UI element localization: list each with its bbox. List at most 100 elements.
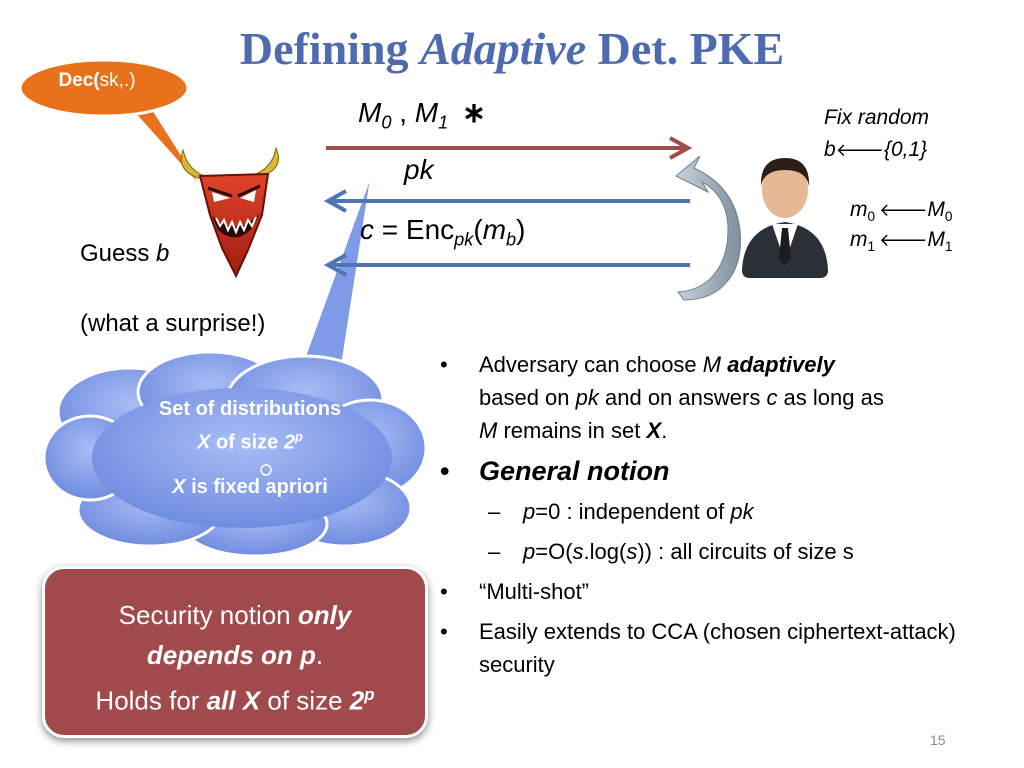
assign0-M: M [927, 198, 945, 221]
security-l1-text: Security notion [118, 600, 298, 630]
cipher-arg-sub: b [506, 229, 517, 250]
assign0-M-sub: 0 [944, 209, 953, 225]
dec-label-bold: Dec( [58, 70, 100, 91]
security-l2-end: . [315, 640, 324, 670]
b1-t5: remains in set [497, 418, 647, 443]
cipher-enc: = Enc [374, 214, 455, 245]
cloud-line2-sup: p [294, 429, 303, 444]
b2b-s2: s [626, 539, 638, 564]
b2b-t1: =O( [535, 539, 573, 564]
b1-adaptively: adaptively [727, 352, 835, 377]
ciphertext-label: c = Encpk(mb) [360, 214, 526, 251]
businessman-icon [742, 158, 828, 278]
random-b-var: b [824, 138, 836, 161]
star-symbol: ∗ [462, 97, 486, 128]
bullet-general-notion: • General notion [438, 455, 978, 488]
assign-m1: m1🡐M1 [850, 228, 952, 254]
assign1-arrow: 🡐 [879, 230, 928, 250]
security-l3-emph: all X [206, 685, 261, 716]
cloud-line2-pow: 2 [283, 431, 295, 454]
assign0-m: m [850, 198, 868, 221]
b2b-s1: s [572, 539, 584, 564]
assign0-m-sub: 0 [867, 209, 876, 225]
security-line1: Security notion only [45, 595, 425, 635]
b2a-pk: pk [730, 499, 754, 524]
cloud-line2: X of size 2p [100, 423, 400, 457]
bullet-dot: • [440, 456, 450, 486]
bullet-cca: • Easily extends to CCA (chosen cipherte… [438, 615, 978, 681]
cloud-line3: X is fixed apriori [100, 473, 400, 501]
dec-label-args: sk,.) [99, 70, 136, 91]
security-l3-text1: Holds for [95, 685, 207, 716]
b2a-text: =0 : independent of [535, 499, 731, 524]
assign-m0: m0🡐M0 [850, 198, 952, 224]
b2-text: General notion [479, 456, 670, 486]
cipher-var: c [360, 214, 374, 245]
sub-bullet-dash: – [488, 499, 501, 524]
security-l3-sup: p [364, 685, 375, 704]
title-emphasis: Adaptive [420, 23, 587, 74]
security-notion-box: Security notion only depends on p. Holds… [42, 566, 428, 738]
guess-b-label: Guess b [80, 240, 169, 268]
assign1-M: M [927, 228, 945, 251]
b2b-t2: .log( [583, 539, 627, 564]
bullet-dot: • [440, 579, 448, 604]
b2b-p: p [523, 539, 536, 564]
bullet-dot: • [440, 619, 448, 644]
random-b-set: {0,1} [883, 138, 928, 161]
fix-random-label: Fix random [824, 106, 930, 129]
random-b-label: b🡐{0,1} [824, 138, 927, 162]
b1-t3: and on answers [598, 385, 767, 410]
bullet-adaptive: • Adversary can choose M adaptively base… [438, 348, 978, 447]
title-suffix: Det. PKE [586, 23, 785, 74]
m0-sub: 0 [381, 112, 392, 133]
security-l3-pow: 2 [349, 685, 365, 716]
arrow-pk-to-adversary [323, 189, 690, 213]
assign1-m: m [850, 228, 868, 251]
assign0-arrow: 🡐 [879, 200, 928, 220]
cloud-line2-text: of size [210, 431, 284, 454]
b1-c: c [766, 385, 778, 410]
bullet-dot: • [440, 352, 448, 377]
b1-t6: . [661, 418, 668, 443]
b1-M: M [702, 352, 722, 377]
b2b-t3: )) : all circuits of size s [637, 539, 854, 564]
page-number: 15 [930, 732, 946, 748]
security-l2-emph: depends on p [146, 640, 316, 670]
m0-base: M [358, 97, 382, 128]
security-l1-emph: only [297, 600, 352, 630]
arrow-ciphertext-to-adversary [323, 253, 690, 277]
b2a-p: p [523, 499, 536, 524]
message-pair-label: M0 , M1∗ [358, 96, 486, 134]
m1-base: M [414, 97, 439, 128]
b1-t4: as long as [777, 385, 884, 410]
m1-sub: 1 [438, 112, 449, 133]
guess-var: b [156, 240, 170, 267]
cipher-enc-sub: pk [454, 229, 474, 250]
b3-text: “Multi-shot” [479, 579, 590, 604]
cloud-text: Set of distributions X of size 2p X is f… [100, 395, 400, 501]
b1-t1: Adversary can choose [479, 352, 703, 377]
pk-label: pk [404, 154, 434, 185]
security-l3-text2: of size [260, 685, 350, 716]
distribution-cloud [42, 171, 428, 558]
slide-title: Defining Adaptive Det. PKE [0, 22, 1024, 75]
surprise-label: (what a surprise!) [80, 310, 266, 337]
cipher-arg: m [482, 214, 507, 245]
sub-bullet-p-zero: – p=0 : independent of pk [438, 495, 978, 528]
assign1-M-sub: 1 [944, 239, 953, 255]
devil-icon [180, 146, 279, 279]
bullet-multi-shot: • “Multi-shot” [438, 575, 978, 608]
cloud-line3-text: is fixed apriori [185, 475, 328, 498]
cloud-line2-var: X [197, 431, 211, 454]
guess-prefix: Guess [80, 240, 157, 267]
b1-X: X [646, 418, 662, 443]
assign-arrow: 🡐 [835, 140, 884, 160]
cloud-line3-var: X [172, 475, 186, 498]
sub-bullet-p-slogs: – p=O(s.log(s)) : all circuits of size s [438, 535, 978, 568]
b1-pk: pk [575, 385, 599, 410]
pair-separator: , [391, 97, 415, 128]
b1-t2: based on [479, 385, 576, 410]
b1-M2: M [479, 418, 498, 443]
